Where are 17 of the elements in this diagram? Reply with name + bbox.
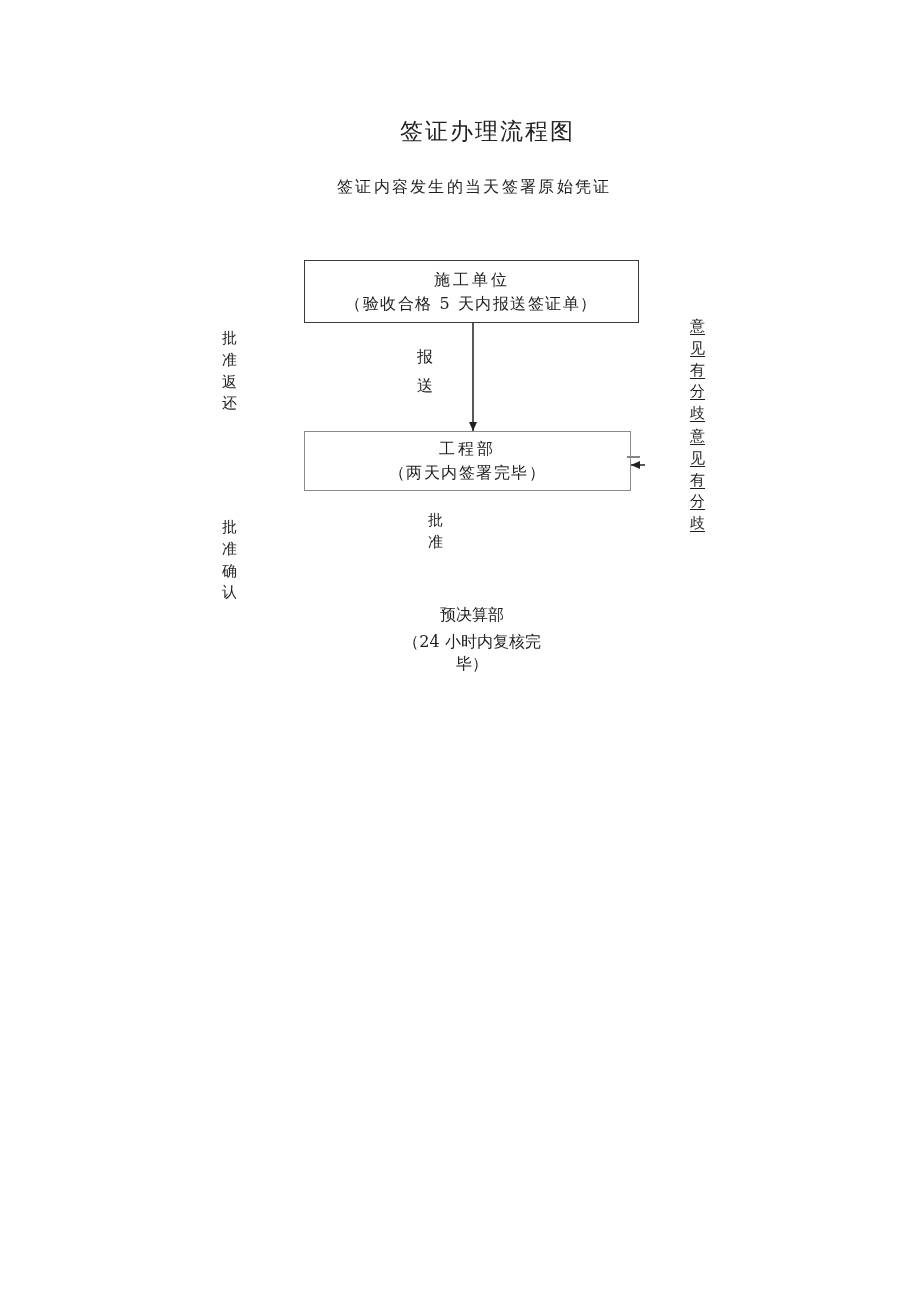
subtitle-text: 签证内容发生的当天签署原始凭证 (337, 177, 612, 197)
diagram-title: 签证办理流程图 (399, 117, 575, 146)
department-label: （24 小时内复核完毕） (402, 631, 542, 676)
process-box (304, 260, 639, 323)
arrow (630, 461, 646, 469)
department-label: 预决算部 (439, 604, 505, 626)
vertical-label: 批准确认 (222, 517, 237, 604)
node-note: （验收合格 5 天内报送签证单） (345, 293, 598, 314)
process-box (304, 431, 631, 491)
vertical-label: 批准 (428, 510, 443, 553)
vertical-label: 批准返还 (222, 328, 237, 415)
vertical-label: 意见有分歧 (690, 316, 705, 424)
node-note: （两天内签署完毕） (388, 463, 547, 483)
node-title: 工程部 (439, 439, 496, 459)
arrow (469, 322, 477, 432)
vertical-label: 意见有分歧 (690, 426, 705, 534)
node-title: 施工单位 (433, 269, 510, 290)
